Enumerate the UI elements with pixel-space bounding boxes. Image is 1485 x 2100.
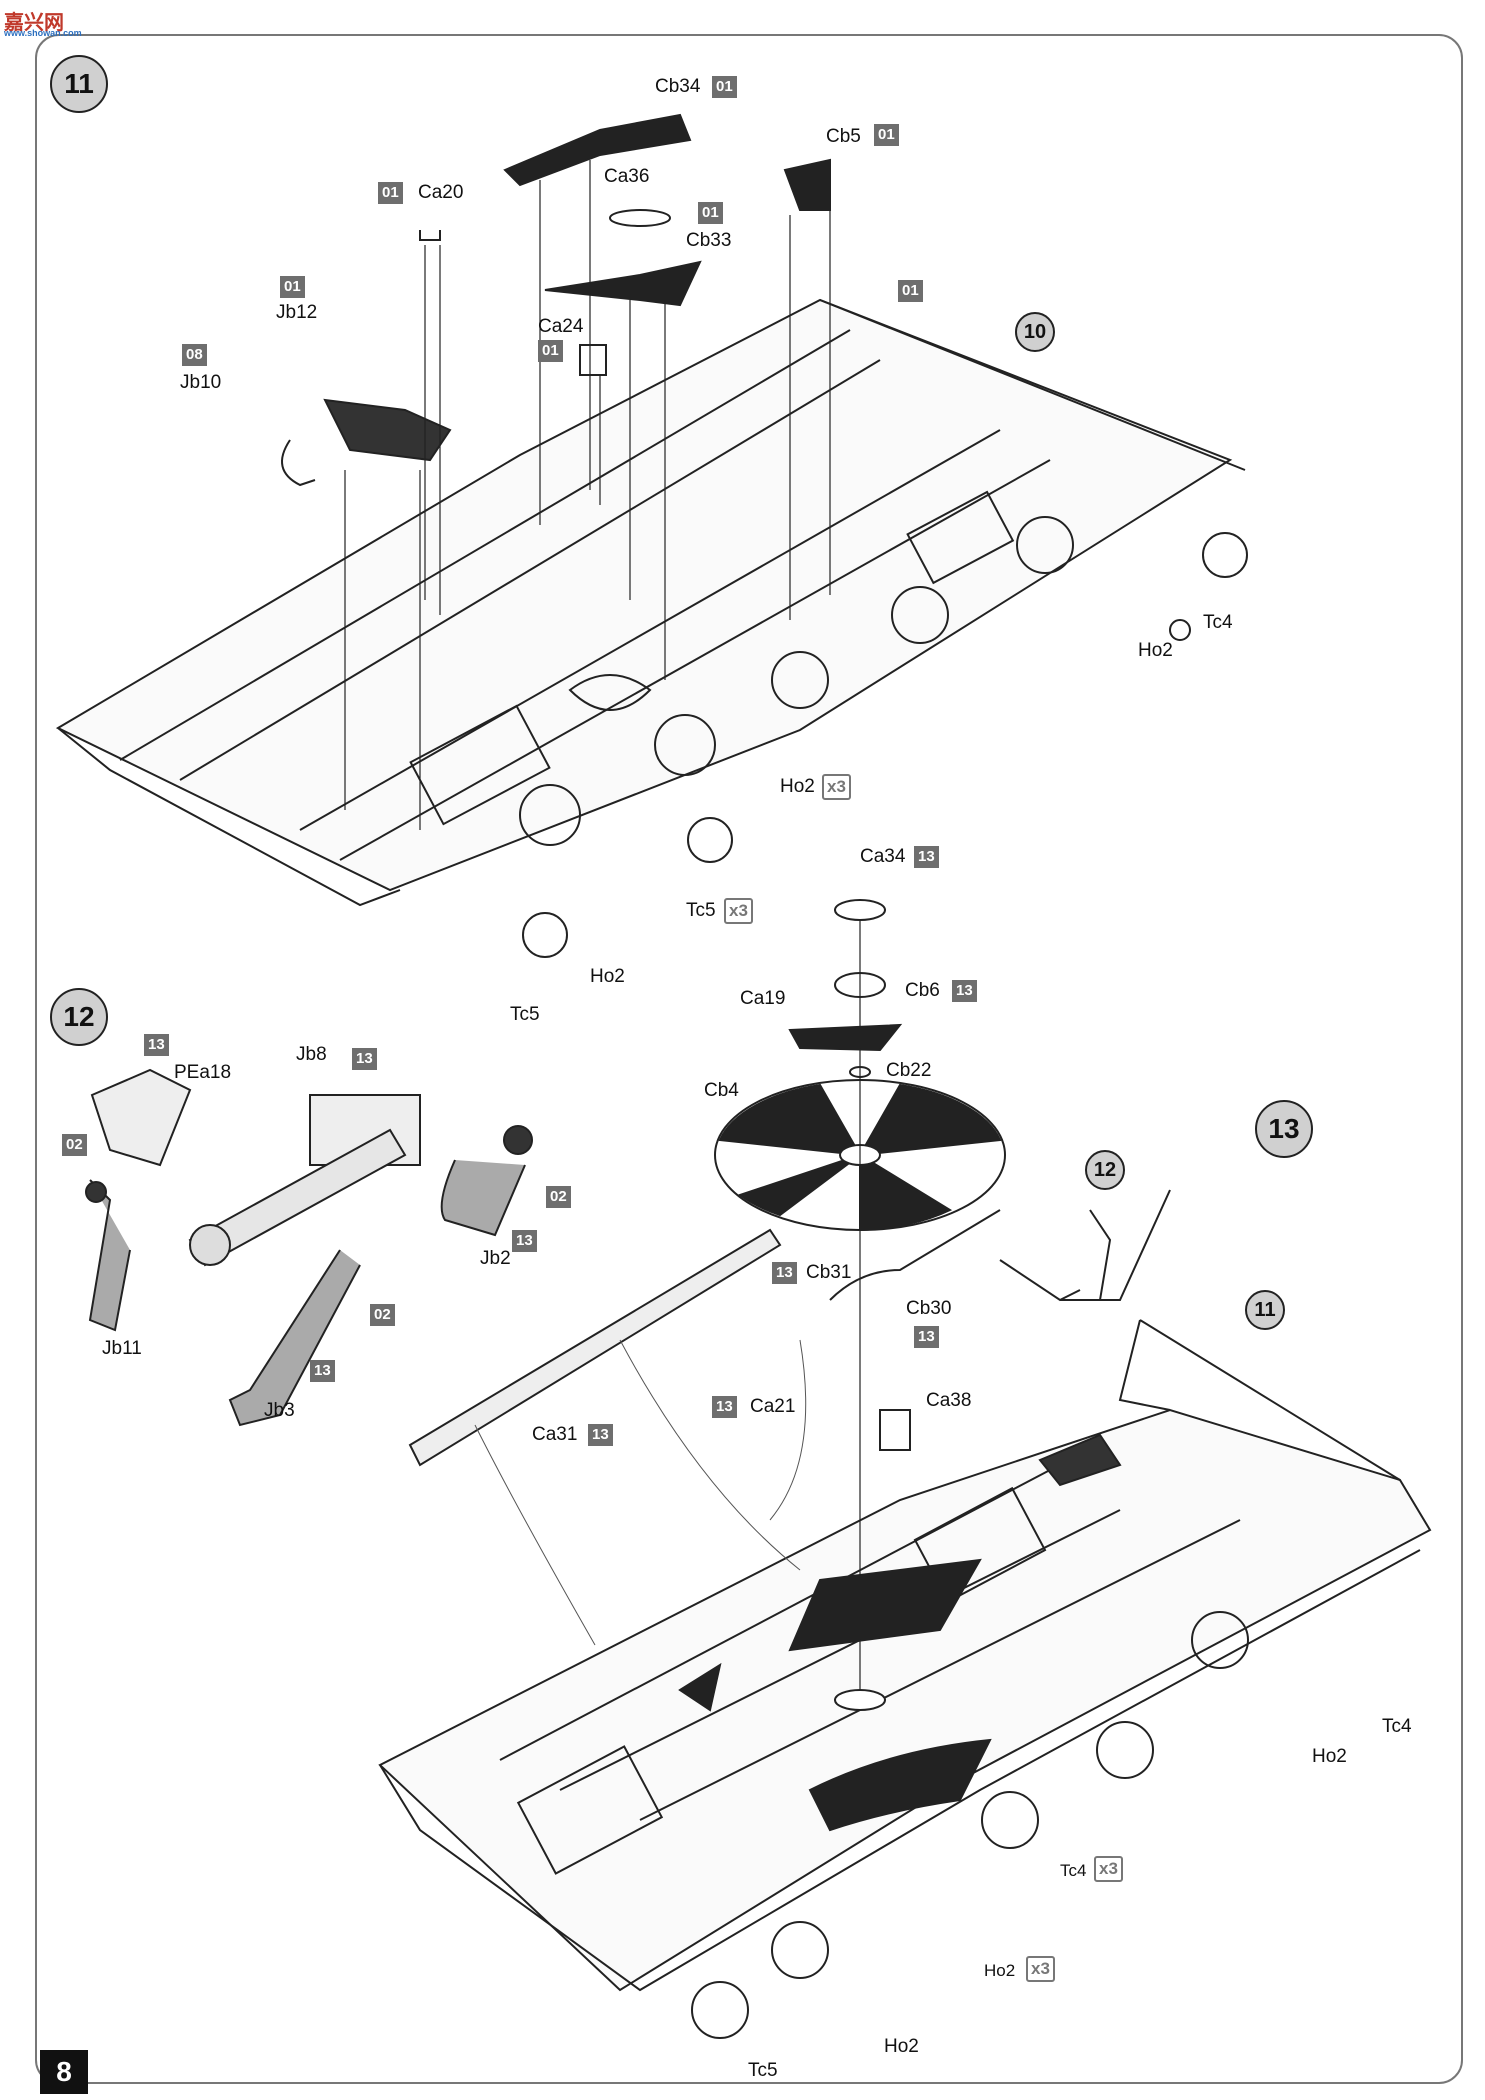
label-cb34: Cb34: [655, 76, 701, 97]
label-jb10: Jb10: [180, 372, 222, 393]
label-ca20: Ca20: [418, 182, 464, 203]
sprue-cb34: 01: [712, 76, 737, 98]
label-ca24: Ca24: [538, 316, 584, 337]
step12-parts: [85, 1068, 533, 1427]
part-ca20: [419, 230, 441, 241]
label-jb2: Jb2: [480, 1248, 511, 1269]
label-ca19: Ca19: [740, 988, 786, 1009]
part-ca31: [408, 1228, 782, 1467]
sprue-ref10: 01: [898, 280, 923, 302]
label-jb3: Jb3: [264, 1400, 295, 1421]
sprue-jb2-a: 02: [546, 1186, 571, 1208]
label-ho2-a: Ho2: [1138, 640, 1173, 661]
label-cb22: Cb22: [886, 1060, 932, 1081]
mult-ho2-e: x3: [1026, 1956, 1055, 1982]
mult-ho2-b: x3: [822, 774, 851, 800]
label-jb11: Jb11: [102, 1338, 142, 1359]
part-cb34: [503, 113, 692, 187]
sprue-cb31: 13: [772, 1262, 797, 1284]
ref-step-11: 11: [1245, 1290, 1285, 1330]
step-11-badge: 11: [50, 55, 108, 113]
label-tc4-c: Tc4: [1060, 1861, 1087, 1880]
label-ho2-b: Ho2: [780, 776, 815, 797]
ref-step-10: 10: [1015, 312, 1055, 352]
page-number: 8: [40, 2050, 88, 2094]
mult-tc5-a: x3: [724, 898, 753, 924]
label-ca38: Ca38: [926, 1390, 972, 1411]
label-ca21: Ca21: [750, 1396, 796, 1417]
sprue-jb11: 02: [62, 1134, 87, 1156]
label-ho2-e: Ho2: [984, 1961, 1016, 1980]
part-ca34: [834, 899, 886, 921]
part-cb33: [544, 260, 702, 307]
label-ho2-f: Ho2: [884, 2036, 919, 2057]
part-cb6: [788, 1023, 903, 1052]
part-lever-12: [1060, 1189, 1171, 1301]
label-jb8: Jb8: [296, 1044, 327, 1065]
sprue-cb33: 01: [698, 202, 723, 224]
sprue-pe: 13: [144, 1034, 169, 1056]
label-tc5-b: Tc5: [510, 1004, 540, 1025]
label-ho2-c: Ho2: [590, 966, 625, 987]
sprue-cb30: 13: [914, 1326, 939, 1348]
label-jb12: Jb12: [276, 302, 318, 323]
sprue-jb8: 13: [352, 1048, 377, 1070]
sprue-jb3-a: 02: [370, 1304, 395, 1326]
sprue-ca24: 01: [538, 340, 563, 362]
sprue-cb6: 13: [952, 980, 977, 1002]
part-ca38: [879, 1409, 911, 1451]
label-cb4: Cb4: [704, 1080, 739, 1101]
watermark-url: www.showan.com: [4, 28, 82, 38]
part-jb12: [323, 398, 452, 462]
label-pea18: PEa18: [174, 1062, 232, 1083]
sprue-jb2-b: 13: [512, 1230, 537, 1252]
sprue-jb12: 01: [280, 276, 305, 298]
label-ca31: Ca31: [532, 1424, 578, 1445]
part-ca24: [579, 344, 607, 376]
label-cb33: Cb33: [686, 230, 732, 251]
label-cb6: Cb6: [905, 980, 940, 1001]
step-12-badge: 12: [50, 988, 108, 1046]
step-13-badge: 13: [1255, 1100, 1313, 1158]
label-cb5: Cb5: [826, 126, 861, 147]
label-tc5-c: Tc5: [748, 2060, 778, 2081]
sprue-cb5: 01: [874, 124, 899, 146]
mult-tc4-c: x3: [1094, 1856, 1123, 1882]
label-tc4-b: Tc4: [1382, 1716, 1412, 1737]
label-cb31: Cb31: [806, 1262, 852, 1283]
part-ca36: [609, 209, 671, 227]
watermark-logo: 嘉兴网: [4, 12, 64, 34]
part-cb30: [999, 1259, 1081, 1302]
ref-step-12: 12: [1085, 1150, 1125, 1190]
sprue-ca34: 13: [914, 846, 939, 868]
step13-chassis: [378, 1319, 1432, 2039]
sprue-ca31: 13: [588, 1424, 613, 1446]
part-cb5: [783, 158, 831, 211]
sprue-jb3-b: 13: [310, 1360, 335, 1382]
label-ca36: Ca36: [604, 166, 650, 187]
page-frame: [35, 34, 1463, 2084]
sprue-jb10: 08: [182, 344, 207, 366]
label-cb30: Cb30: [906, 1298, 952, 1319]
step11-chassis: [55, 298, 1246, 907]
part-cb31: [829, 1209, 1001, 1301]
label-ho2-d: Ho2: [1312, 1746, 1347, 1767]
sprue-ca20: 01: [378, 182, 403, 204]
label-tc5-a: Tc5: [686, 900, 716, 921]
label-ca34: Ca34: [860, 846, 906, 867]
part-jb10: [281, 439, 316, 487]
label-tc4-a: Tc4: [1203, 612, 1233, 633]
sprue-ca21: 13: [712, 1396, 737, 1418]
